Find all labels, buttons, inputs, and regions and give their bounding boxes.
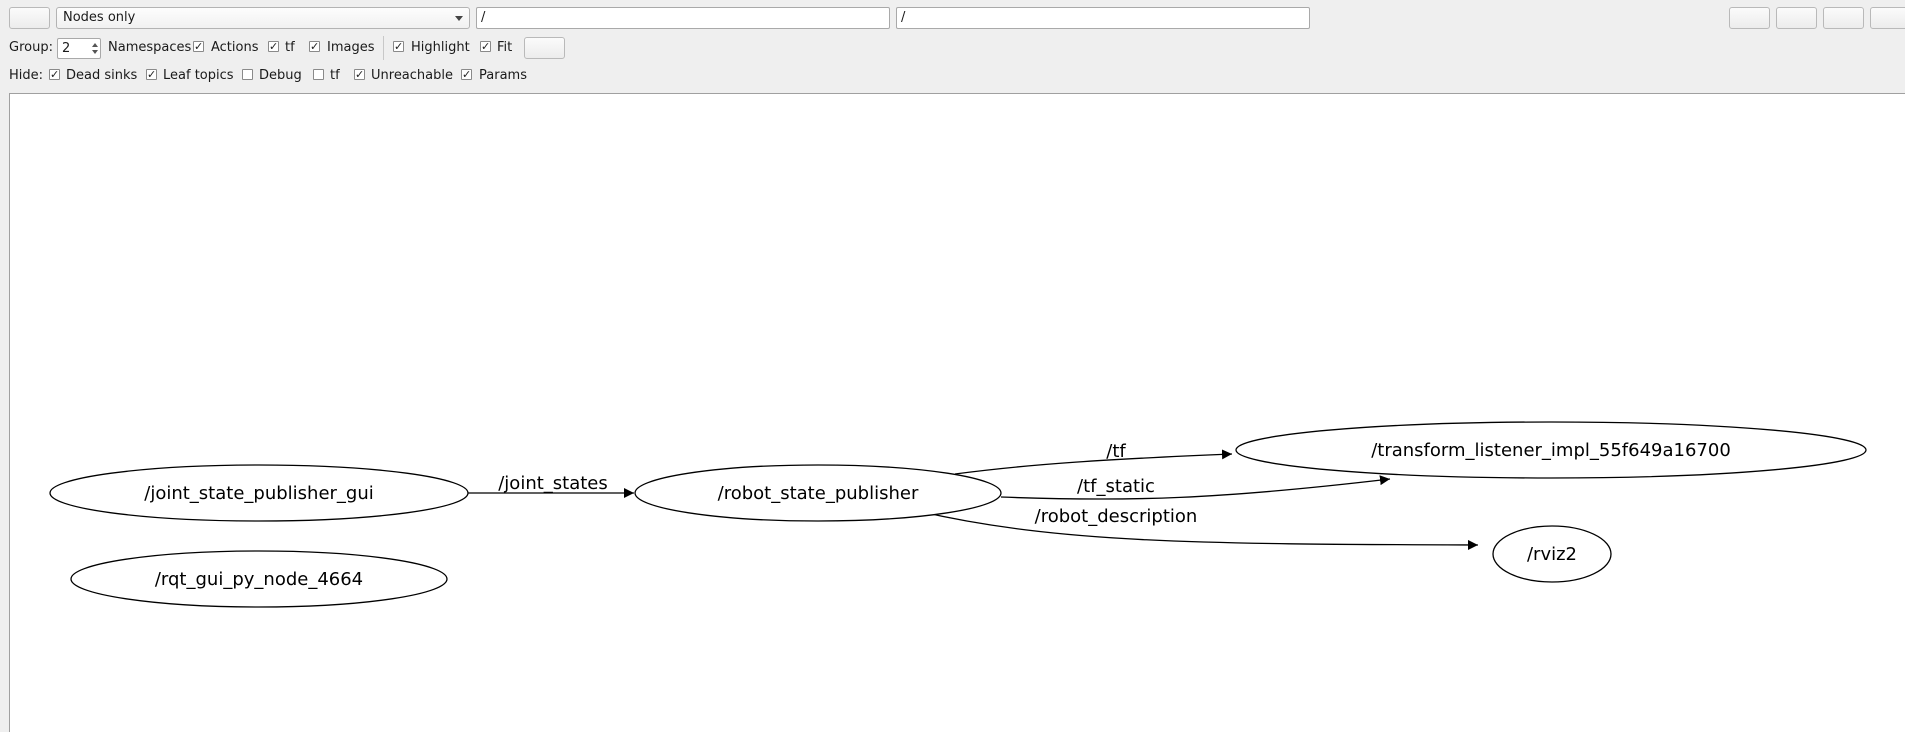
unreachable-checkbox[interactable]: ✓ bbox=[354, 68, 365, 81]
group-spinbox[interactable]: 2 bbox=[57, 38, 101, 59]
params-label: Params bbox=[479, 68, 527, 83]
save-svg-button[interactable] bbox=[1823, 7, 1864, 29]
namespaces-label: Namespaces bbox=[108, 40, 192, 55]
svg-text:/transform_listener_impl_55f64: /transform_listener_impl_55f649a16700 bbox=[1371, 440, 1731, 461]
topic-filter-input[interactable]: / bbox=[896, 7, 1310, 29]
node-filter-input[interactable]: / bbox=[476, 7, 890, 29]
node-robot-state-publisher[interactable]: /robot_state_publisher bbox=[634, 464, 1002, 522]
actions-label: Actions bbox=[211, 40, 259, 55]
node-rqt-gui-py[interactable]: /rqt_gui_py_node_4664 bbox=[70, 550, 448, 608]
leaf-topics-checkbox[interactable]: ✓ bbox=[146, 68, 157, 81]
edge-label-tf: /tf bbox=[1106, 441, 1126, 462]
node-rviz2[interactable]: /rviz2 bbox=[1492, 525, 1612, 583]
svg-text:/joint_state_publisher_gui: /joint_state_publisher_gui bbox=[144, 483, 374, 504]
group-label: Group: bbox=[9, 40, 53, 55]
tf-label: tf bbox=[285, 40, 295, 55]
debug-checkbox[interactable] bbox=[242, 69, 253, 80]
view-mode-dropdown[interactable]: Nodes only bbox=[56, 7, 470, 29]
view-mode-value: Nodes only bbox=[63, 10, 136, 25]
toolbar-separator bbox=[383, 36, 384, 60]
dead-sinks-label: Dead sinks bbox=[66, 68, 138, 83]
edge-label-robot-description: /robot_description bbox=[1035, 506, 1198, 527]
node-transform-listener[interactable]: /transform_listener_impl_55f649a16700 bbox=[1235, 421, 1867, 479]
hide-label: Hide: bbox=[9, 68, 44, 83]
refresh-button[interactable] bbox=[9, 7, 50, 29]
tf-checkbox[interactable]: ✓ bbox=[268, 40, 279, 53]
graph-canvas[interactable]: /joint_states /tf /tf_static /robot_desc… bbox=[9, 93, 1905, 732]
edge-robot-description[interactable] bbox=[917, 510, 1479, 550]
dead-sinks-checkbox[interactable]: ✓ bbox=[49, 68, 60, 81]
fit-label: Fit bbox=[497, 40, 513, 55]
hide-tf-label: tf bbox=[330, 68, 340, 83]
unreachable-label: Unreachable bbox=[371, 68, 453, 83]
node-joint-state-publisher-gui[interactable]: /joint_state_publisher_gui bbox=[49, 464, 469, 522]
graph-svg: /joint_states /tf /tf_static /robot_desc… bbox=[49, 421, 1867, 608]
namespaces-checkbox[interactable]: ✓ bbox=[193, 40, 204, 53]
highlight-checkbox[interactable]: ✓ bbox=[393, 40, 404, 53]
save-dot-button[interactable] bbox=[1776, 7, 1817, 29]
spin-down-icon[interactable] bbox=[92, 50, 98, 54]
spin-up-icon[interactable] bbox=[92, 43, 98, 47]
svg-text:/rqt_gui_py_node_4664: /rqt_gui_py_node_4664 bbox=[155, 569, 363, 590]
images-checkbox[interactable]: ✓ bbox=[309, 40, 320, 53]
params-checkbox[interactable]: ✓ bbox=[461, 68, 472, 81]
svg-text:/rviz2: /rviz2 bbox=[1527, 544, 1577, 565]
edge-tf[interactable] bbox=[954, 449, 1233, 475]
fit-checkbox[interactable]: ✓ bbox=[480, 40, 491, 53]
edge-label-joint-states: /joint_states bbox=[498, 473, 608, 494]
leaf-topics-label: Leaf topics bbox=[163, 68, 234, 83]
images-label: Images bbox=[327, 40, 375, 55]
group-value: 2 bbox=[62, 41, 71, 56]
load-dot-button[interactable] bbox=[1729, 7, 1770, 29]
highlight-label: Highlight bbox=[411, 40, 470, 55]
debug-label: Debug bbox=[259, 68, 302, 83]
edge-tf-static[interactable] bbox=[1000, 475, 1391, 500]
edge-label-tf-static: /tf_static bbox=[1077, 476, 1155, 497]
svg-text:/robot_state_publisher: /robot_state_publisher bbox=[718, 483, 919, 504]
chevron-down-icon bbox=[455, 16, 463, 21]
save-image-button[interactable] bbox=[1870, 7, 1905, 29]
hide-tf-checkbox[interactable] bbox=[313, 69, 324, 80]
fit-in-view-button[interactable] bbox=[524, 37, 565, 59]
